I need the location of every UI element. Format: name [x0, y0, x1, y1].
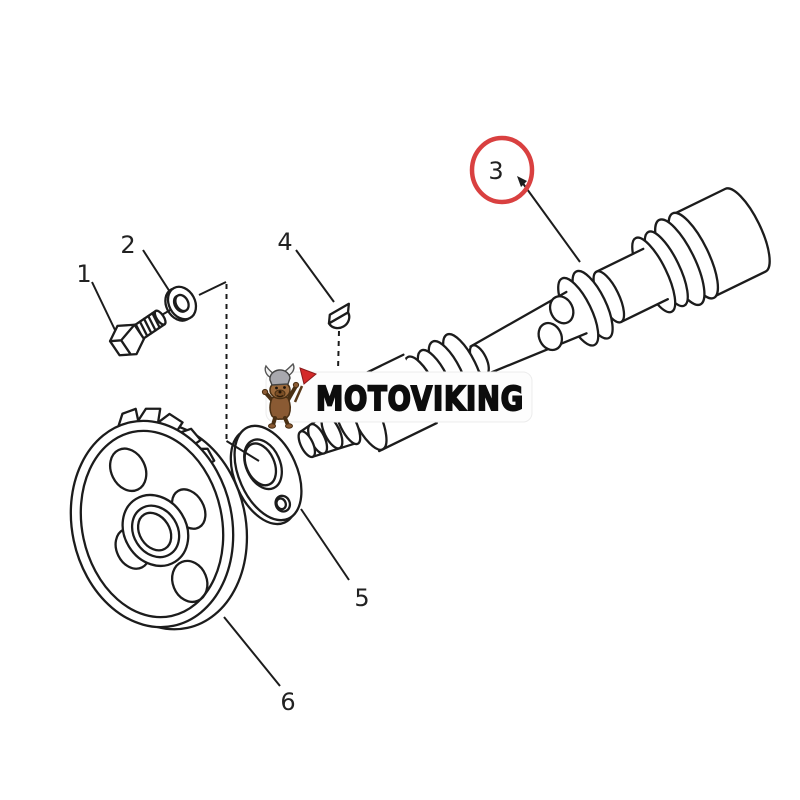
- highlight-circle: [469, 135, 535, 205]
- key-drawing: [327, 302, 351, 330]
- callout-4: 4: [277, 228, 292, 256]
- callout-5: 5: [354, 584, 369, 612]
- callout-2: 2: [120, 231, 135, 259]
- callout-1: 1: [76, 260, 91, 288]
- washer-drawing: [164, 285, 198, 322]
- bolt-drawing: [108, 309, 167, 357]
- leader-arrowhead: [517, 176, 527, 187]
- camshaft-drawing: [297, 187, 771, 459]
- viking-dog-mascot-icon: [261, 362, 317, 429]
- callout-6: 6: [280, 688, 295, 716]
- callout-3: 3: [488, 157, 503, 185]
- key-axis-dash: [337, 330, 340, 372]
- brand-wordmark: MOTOVIKING: [316, 379, 524, 418]
- watermark-band: MOTOVIKING: [261, 362, 533, 429]
- leader-lines: [91, 176, 581, 687]
- gear-drawing: [69, 407, 249, 631]
